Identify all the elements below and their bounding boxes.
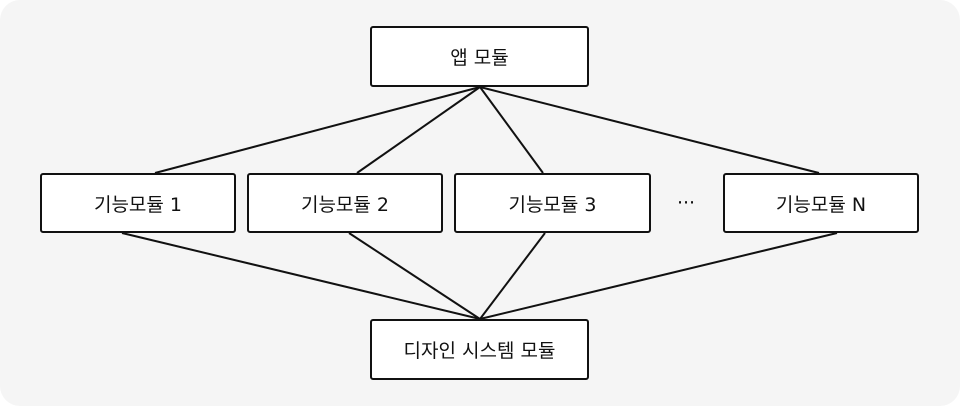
node-feature-module-1-label: 기능모듈 1 [93, 193, 183, 216]
edge-feature-1-design [121, 232, 481, 320]
edge-app-feature-1 [154, 86, 481, 174]
edge-app-feature-3 [479, 86, 544, 174]
node-app-module-label: 앱 모듈 [450, 47, 509, 69]
node-feature-module-n-label: 기능모듈 N [775, 193, 867, 216]
node-feature-module-n: 기능모듈 N [723, 173, 919, 233]
node-design-system-module: 디자인 시스템 모듈 [370, 319, 589, 380]
edge-feature-3-design [479, 232, 546, 320]
edge-app-feature-2 [356, 86, 481, 174]
node-feature-module-2-label: 기능모듈 2 [300, 193, 390, 216]
edge-feature-2-design [348, 232, 481, 320]
node-feature-module-3: 기능모듈 3 [454, 173, 651, 233]
ellipsis: ··· [676, 192, 696, 214]
edge-app-feature-n [479, 86, 820, 174]
node-feature-module-2: 기능모듈 2 [247, 173, 443, 233]
node-app-module: 앱 모듈 [370, 26, 589, 87]
node-feature-module-3-label: 기능모듈 3 [508, 193, 597, 216]
edge-feature-n-design [479, 232, 838, 320]
node-feature-module-1: 기능모듈 1 [40, 173, 236, 233]
node-design-system-module-label: 디자인 시스템 모듈 [403, 340, 556, 362]
